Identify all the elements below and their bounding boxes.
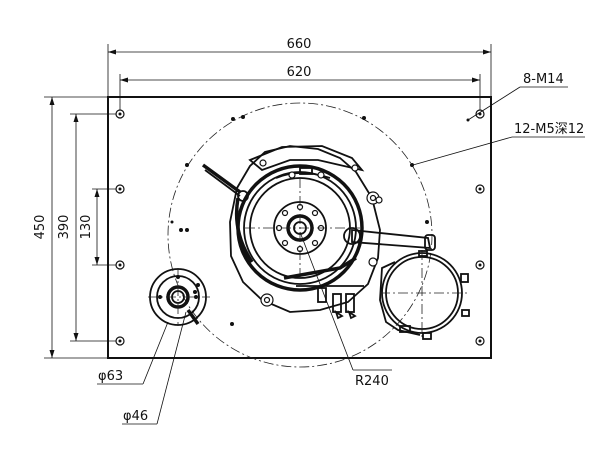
dim-390-label: 390 (57, 215, 72, 240)
callout-12-m5: 12-M5深12 (514, 122, 584, 137)
base-plate (107, 96, 492, 359)
callout-r240: R240 (355, 374, 389, 389)
motor-assembly (379, 250, 470, 340)
leader-lines (97, 86, 585, 425)
callout-8-m14: 8-M14 (523, 72, 564, 87)
dim-620-label: 620 (287, 65, 312, 80)
dim-660-label: 660 (287, 37, 312, 52)
small-bearing-unit (148, 268, 210, 326)
callout-phi46: φ46 (123, 409, 148, 424)
tapped-hole-dots (170, 115, 429, 326)
dim-450-label: 450 (33, 215, 48, 240)
dimension-lines (44, 44, 492, 359)
callout-phi63: φ63 (98, 369, 123, 384)
dim-130-label: 130 (79, 215, 94, 240)
main-rotary-assembly (201, 145, 436, 320)
